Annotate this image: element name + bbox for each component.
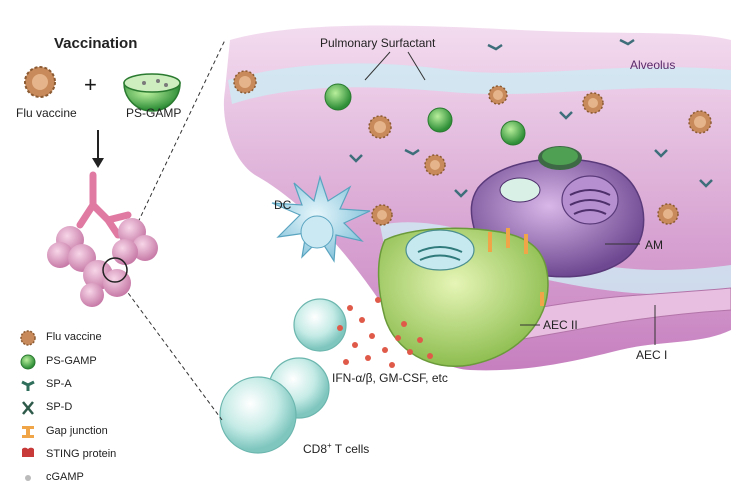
ps-gamp-label: PS-GAMP	[126, 106, 182, 120]
dendritic-cell	[271, 174, 371, 263]
dc-label: DC	[274, 198, 292, 212]
legend-sting-protein: STING protein	[46, 448, 117, 460]
vaccination-title: Vaccination	[54, 35, 138, 52]
legend-flu-vaccine: Flu vaccine	[46, 331, 102, 343]
ps-gamp-particles	[324, 83, 526, 146]
flu-virus-particles	[233, 70, 712, 226]
gap-junctions	[488, 228, 544, 306]
pulmonary-surfactant-label: Pulmonary Surfactant	[320, 36, 436, 50]
aec-ii-label: AEC II	[543, 318, 578, 332]
sp-a-sp-d-marks	[349, 38, 713, 198]
cytokine-dots	[337, 297, 433, 368]
surfactant-band	[228, 63, 731, 104]
t-cell	[293, 298, 347, 352]
pointer-line	[407, 51, 426, 81]
t-cell	[219, 376, 297, 454]
legend-sp-d: SP-D	[46, 401, 73, 413]
alveolus-label: Alveolus	[630, 58, 676, 72]
zoom-line	[119, 281, 223, 421]
aec-i-label: AEC I	[636, 348, 668, 362]
ps-gamp-large-icon	[123, 73, 181, 112]
zoom-circle	[102, 257, 128, 283]
lung-illustration	[47, 171, 158, 307]
plus-sign: +	[84, 72, 97, 97]
zoom-line	[119, 39, 226, 261]
cytokines-label: IFN-α/β, GM-CSF, etc	[332, 371, 448, 385]
legend-sp-a: SP-A	[46, 378, 72, 390]
legend-icons	[20, 330, 36, 481]
arrow-head	[92, 158, 104, 168]
legend-ps-gamp: PS-GAMP	[46, 355, 97, 367]
flu-vaccine-label: Flu vaccine	[16, 106, 77, 120]
legend-cgamp: cGAMP	[46, 471, 84, 483]
am-label: AM	[645, 238, 663, 252]
cd8-t-cells-label: CD8+ T cells	[303, 441, 370, 456]
pointer-line	[364, 51, 391, 81]
legend-gap-junction: Gap junction	[46, 425, 108, 437]
flu-vaccine-large-icon	[24, 66, 56, 98]
aec-ii-cell	[377, 227, 549, 367]
